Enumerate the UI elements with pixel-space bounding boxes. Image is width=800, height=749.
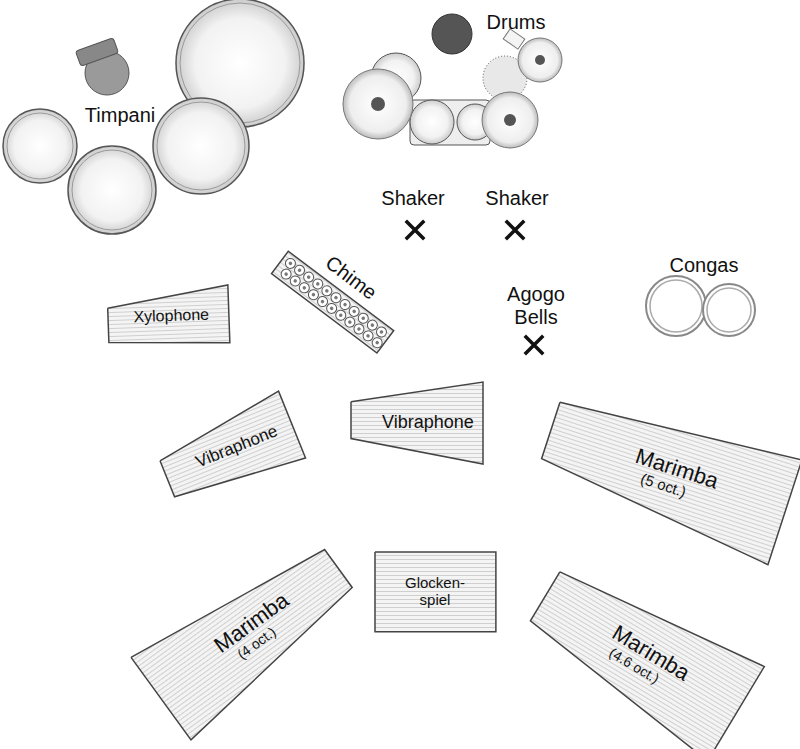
chime-frame [271, 251, 393, 353]
chime-tube-center [288, 261, 293, 266]
chime-tube-center [329, 306, 334, 311]
chime-tube-center [338, 313, 343, 318]
instrument-label: Agogo Bells [496, 283, 576, 329]
chime-tube-center [293, 279, 298, 284]
conga [646, 276, 706, 336]
cymbal [343, 69, 413, 139]
instrument-label: Drums [487, 11, 546, 34]
congas [646, 276, 755, 336]
instrument-text: Xylophone [106, 284, 231, 348]
chime-tube [370, 336, 384, 350]
chime-tube-center [311, 292, 316, 297]
cymbal-bell [504, 114, 516, 126]
hi-hat [518, 38, 562, 82]
chime-tube-center [315, 282, 320, 287]
instrument-name: Vibraphone [382, 413, 452, 433]
timpani-drum [153, 98, 249, 194]
tom [410, 100, 454, 144]
chime-tube [374, 325, 388, 339]
instrument-box: Glocken- spiel [374, 551, 497, 633]
stool [432, 14, 472, 54]
chime-tube-center [366, 333, 371, 338]
timpani-set [3, 0, 304, 234]
instrument-text: Vibraphone [151, 390, 307, 510]
instrument-label: Shaker [381, 187, 444, 210]
chime-tube-center [357, 327, 362, 332]
instrument-outline-path [351, 382, 483, 464]
instrument-text: Vibraphone [350, 381, 484, 465]
instrument-outline-path [152, 391, 305, 509]
chime-shape [268, 225, 414, 356]
timpani-drum [3, 109, 77, 183]
instrument-text: Marimba(5 oct.) [531, 382, 800, 566]
instrument-name: Glocken- spiel [400, 575, 470, 608]
conga [703, 284, 755, 336]
chime-tube-center [370, 323, 375, 328]
instrument-outline-path [532, 383, 800, 564]
chime-tube-center [361, 316, 366, 321]
conga-head [707, 288, 751, 332]
instrument-label: Timpani [85, 104, 155, 127]
timpani-rim [7, 113, 73, 179]
chime-tube-center [302, 285, 307, 290]
chime-tube-center [306, 275, 311, 280]
chime-instrument: Chime [268, 225, 414, 356]
instrument-box: Marimba(4 oct.) [130, 527, 371, 742]
instrument-label: Shaker [485, 187, 548, 210]
chime-tube-center [284, 272, 289, 277]
position-mark [526, 337, 542, 353]
position-mark [507, 222, 523, 238]
instrument-outline-path [516, 551, 765, 749]
stool-seat [75, 38, 118, 67]
timpani-drum [68, 146, 156, 234]
chime-tube-center [324, 288, 329, 293]
instrument-text: Marimba(4.6 oct.) [514, 550, 765, 749]
instrument-text: Glocken- spiel [374, 551, 497, 633]
chime-tube-center [343, 302, 348, 307]
instrument-outline-path [107, 285, 230, 347]
cymbal-bell [535, 55, 545, 65]
chime-tube-center [297, 268, 302, 273]
instrument-box: Marimba(5 oct.) [531, 382, 800, 566]
instrument-label: Congas [670, 254, 739, 277]
instrument-outline-path [375, 552, 496, 632]
instrument-name: Vibraphone [193, 428, 265, 472]
cymbal [482, 92, 538, 148]
instrument-box: Marimba(4.6 oct.) [514, 550, 765, 749]
instrument-box: Xylophone [106, 284, 231, 348]
chime-tube-center [334, 295, 339, 300]
instrument-box: Vibraphone [350, 381, 484, 465]
cymbal-bell [371, 97, 385, 111]
instrument-outline-path [131, 528, 369, 740]
drum-kit [343, 14, 562, 148]
timpani-rim [157, 102, 245, 190]
chime-tube-center [352, 309, 357, 314]
instrument-name: Xylophone [133, 306, 204, 326]
conga-head [650, 280, 702, 332]
position-mark [407, 222, 423, 238]
chime-tube-center [379, 330, 384, 335]
chime-tube-center [375, 340, 380, 345]
instrument-text: Marimba(4 oct.) [130, 527, 371, 742]
chime-tube-center [347, 320, 352, 325]
chime-tube-center [320, 299, 325, 304]
instrument-box: Vibraphone [151, 390, 307, 510]
timpani-rim [72, 150, 152, 230]
